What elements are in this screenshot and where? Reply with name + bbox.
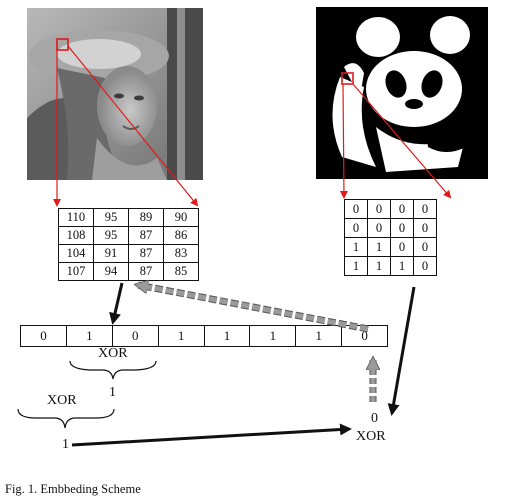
pixel-cell: 95 [93, 226, 129, 245]
pixel-cell: 87 [128, 262, 164, 281]
watermark-cell: 0 [413, 199, 437, 219]
black-arrow-watermark-to-final [387, 286, 416, 416]
figure-caption: Fig. 1. Embbeding Scheme [5, 482, 141, 496]
bit-cell: 1 [249, 326, 295, 346]
black-arrow-result-to-final [71, 423, 352, 447]
watermark-cell: 1 [390, 256, 414, 276]
watermark-cell: 1 [344, 256, 368, 276]
bit-cell: 1 [65, 326, 112, 346]
xor-lower-result: 1 [62, 437, 69, 452]
xor-upper-label: XOR [98, 346, 128, 361]
watermark-cell: 0 [413, 218, 437, 238]
pixel-cell: 87 [128, 226, 164, 245]
xor-upper-result: 1 [109, 385, 116, 400]
xor-lower-label: XOR [47, 393, 77, 408]
final-bit: 0 [371, 411, 378, 426]
pixel-cell: 83 [163, 244, 199, 263]
watermark-cell: 0 [390, 199, 414, 219]
bit-cell: 0 [111, 326, 158, 346]
watermark-cell: 0 [367, 218, 391, 238]
watermark-cell: 0 [390, 218, 414, 238]
bit-cell: 0 [40, 328, 47, 343]
watermark-cell: 0 [413, 256, 437, 276]
bit-cell: 1 [203, 326, 250, 346]
pixel-cell: 85 [163, 262, 199, 281]
pixel-cell: 86 [163, 226, 199, 245]
watermark-cell: 0 [344, 199, 368, 219]
pixel-cell: 108 [58, 226, 94, 245]
watermark-image [316, 7, 488, 179]
black-arrow-pixel-to-strip [109, 282, 124, 325]
bit-cell: 0 [341, 326, 387, 346]
pixel-cell: 107 [58, 262, 94, 281]
pixel-cell: 94 [93, 262, 129, 281]
upper-xor-brace [69, 360, 157, 380]
watermark-cell: 0 [367, 199, 391, 219]
pixel-cell: 104 [58, 244, 94, 263]
pixel-cell: 87 [128, 244, 164, 263]
pixel-cell: 91 [93, 244, 129, 263]
lower-xor-brace [17, 408, 115, 429]
watermark-cell: 1 [367, 237, 391, 257]
watermark-cell: 1 [367, 256, 391, 276]
gray-arrow-strip-to-pixel [138, 285, 369, 333]
watermark-cell: 0 [413, 237, 437, 257]
bit-cell: 1 [295, 326, 341, 346]
pixel-cell: 110 [58, 208, 94, 227]
pixel-cell: 89 [128, 208, 164, 227]
pixel-cell: 95 [93, 208, 129, 227]
final-xor-label: XOR [356, 429, 386, 444]
watermark-cell: 0 [344, 218, 368, 238]
watermark-cell: 0 [390, 237, 414, 257]
bit-cell: 1 [157, 326, 204, 346]
cover-image [27, 8, 203, 180]
watermark-cell: 1 [344, 237, 368, 257]
pixel-cell: 90 [163, 208, 199, 227]
